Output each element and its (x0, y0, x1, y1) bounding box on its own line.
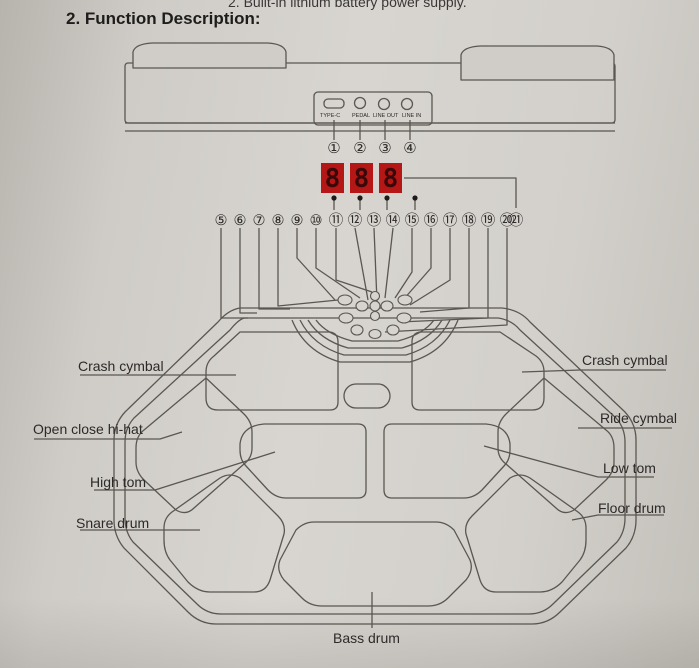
type-c-port[interactable] (323, 98, 345, 109)
pad-crash-right[interactable] (411, 331, 545, 411)
callout-number: ⑮ (405, 212, 420, 229)
control-button[interactable] (369, 310, 381, 322)
callout-number: ⑭ (386, 212, 401, 229)
control-button[interactable] (368, 328, 382, 340)
pad-floor[interactable] (464, 474, 587, 593)
callout-number: ② (353, 140, 366, 157)
pedal-block-right (460, 45, 615, 81)
callout-number: ⑤ (215, 213, 228, 229)
callout-number: ⑲ (481, 212, 496, 229)
control-button[interactable] (337, 294, 353, 306)
label-bass-drum: Bass drum (333, 630, 400, 646)
button-callouts: ⑤ ⑥ ⑦ ⑧ ⑨ ⑩ ⑪ ⑫ ⑬ ⑭ ⑮ ⑯ ⑰ ⑱ ⑲ ⑳ ㉑ (215, 212, 524, 229)
control-button[interactable] (338, 312, 354, 324)
port-label: PEDAL (352, 113, 370, 119)
label-low-tom: Low tom (603, 460, 656, 476)
pad-hihat[interactable] (135, 377, 253, 514)
port-label: TYPE-C (320, 113, 340, 119)
callout-number: ⑳ (500, 212, 515, 229)
callout-number: ⑧ (272, 213, 285, 229)
callout-number: ⑱ (462, 212, 477, 229)
section-heading: 2. Function Description: (66, 9, 261, 28)
port-label: LINE OUT (373, 113, 399, 119)
control-buttons (337, 290, 413, 340)
callout-number: ⑩ (310, 213, 323, 229)
label-high-tom: High tom (90, 474, 147, 490)
pedal-block-left (132, 42, 287, 69)
control-button[interactable] (369, 290, 381, 302)
label-crash-cymbal-left: Crash cymbal (78, 358, 164, 374)
line-in-jack[interactable] (400, 97, 414, 111)
callout-number: ⑬ (367, 212, 382, 229)
port-label: LINE IN (402, 113, 421, 119)
pad-ride[interactable] (497, 377, 615, 514)
callout-number: ⑨ (291, 213, 304, 229)
callout-number: ⑦ (253, 213, 266, 229)
control-button[interactable] (369, 300, 381, 312)
pad-crash-left[interactable] (205, 331, 339, 411)
label-floor-drum: Floor drum (598, 500, 666, 516)
callout-number: ⑯ (424, 212, 439, 229)
callout-number: ④ (403, 140, 416, 157)
pedal-jack[interactable] (353, 96, 367, 110)
label-crash-cymbal-right: Crash cymbal (582, 352, 668, 368)
pad-low-tom[interactable] (383, 423, 511, 499)
led-digit: 8 (383, 164, 399, 194)
control-button[interactable] (386, 324, 400, 336)
control-button[interactable] (355, 300, 369, 312)
label-ride-cymbal: Ride cymbal (600, 410, 678, 426)
led-digit: 8 (325, 164, 341, 194)
pad-snare[interactable] (163, 474, 286, 593)
callout-number: ⑪ (329, 212, 344, 229)
logo-plate (343, 383, 391, 409)
callout-number: ⑰ (443, 212, 458, 229)
callout-number: ㉑ (509, 212, 524, 229)
control-button[interactable] (396, 312, 412, 324)
label-open-close-hihat: Open close hi-hat (33, 421, 143, 437)
led-display: 8 8 8 (321, 163, 402, 194)
control-button[interactable] (397, 294, 413, 306)
callout-number: ⑫ (348, 212, 363, 229)
callout-number: ③ (378, 140, 391, 157)
control-button[interactable] (380, 300, 394, 312)
control-button[interactable] (350, 324, 364, 336)
pad-bass[interactable] (278, 521, 472, 607)
port-housing (313, 91, 433, 126)
callout-number: ⑥ (234, 213, 247, 229)
previous-list-item: 2. Built-in lithium battery power supply… (228, 0, 467, 10)
led-digit: 8 (354, 164, 370, 194)
callout-number: ① (327, 140, 340, 157)
pad-high-tom[interactable] (239, 423, 367, 499)
label-snare-drum: Snare drum (76, 515, 150, 531)
line-out-jack[interactable] (377, 97, 391, 111)
